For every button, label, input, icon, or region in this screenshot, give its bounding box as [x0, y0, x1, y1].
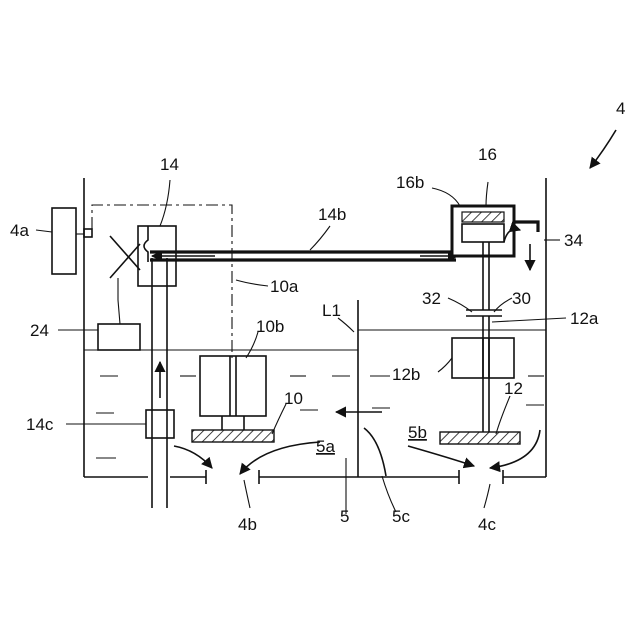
label-5a: 5a	[316, 437, 335, 456]
label-34: 34	[564, 231, 583, 250]
label-16b: 16b	[396, 173, 424, 192]
label-4: 4	[616, 99, 625, 118]
controller-24	[98, 324, 140, 350]
label-5: 5	[340, 507, 349, 526]
label-30: 30	[512, 289, 531, 308]
label-5b: 5b	[408, 423, 427, 442]
label-12b: 12b	[392, 365, 420, 384]
label-12a: 12a	[570, 309, 599, 328]
left-assembly-10	[192, 356, 274, 442]
label-16: 16	[478, 145, 497, 164]
label-10a: 10a	[270, 277, 299, 296]
chain-line-10a	[92, 205, 232, 358]
label-12: 12	[504, 379, 523, 398]
valve-14	[110, 226, 176, 324]
coupling-32	[466, 310, 502, 432]
apparatus-arrow	[590, 130, 616, 168]
label-4a: 4a	[10, 221, 29, 240]
label-10: 10	[284, 389, 303, 408]
vertical-pipe	[146, 258, 174, 508]
label-14: 14	[160, 155, 179, 174]
label-5c: 5c	[392, 507, 410, 526]
label-10b: 10b	[256, 317, 284, 336]
label-4c: 4c	[478, 515, 496, 534]
pipe-14b	[150, 252, 458, 260]
label-L1: L1	[322, 301, 341, 320]
reference-labels: 4 14 16 16b 14b 4a 34 10a 32 30 10b L1 1…	[10, 99, 625, 534]
label-4b: 4b	[238, 515, 257, 534]
label-24: 24	[30, 321, 49, 340]
motor-4a	[52, 208, 92, 274]
label-14b: 14b	[318, 205, 346, 224]
label-32: 32	[422, 289, 441, 308]
label-14c: 14c	[26, 415, 54, 434]
